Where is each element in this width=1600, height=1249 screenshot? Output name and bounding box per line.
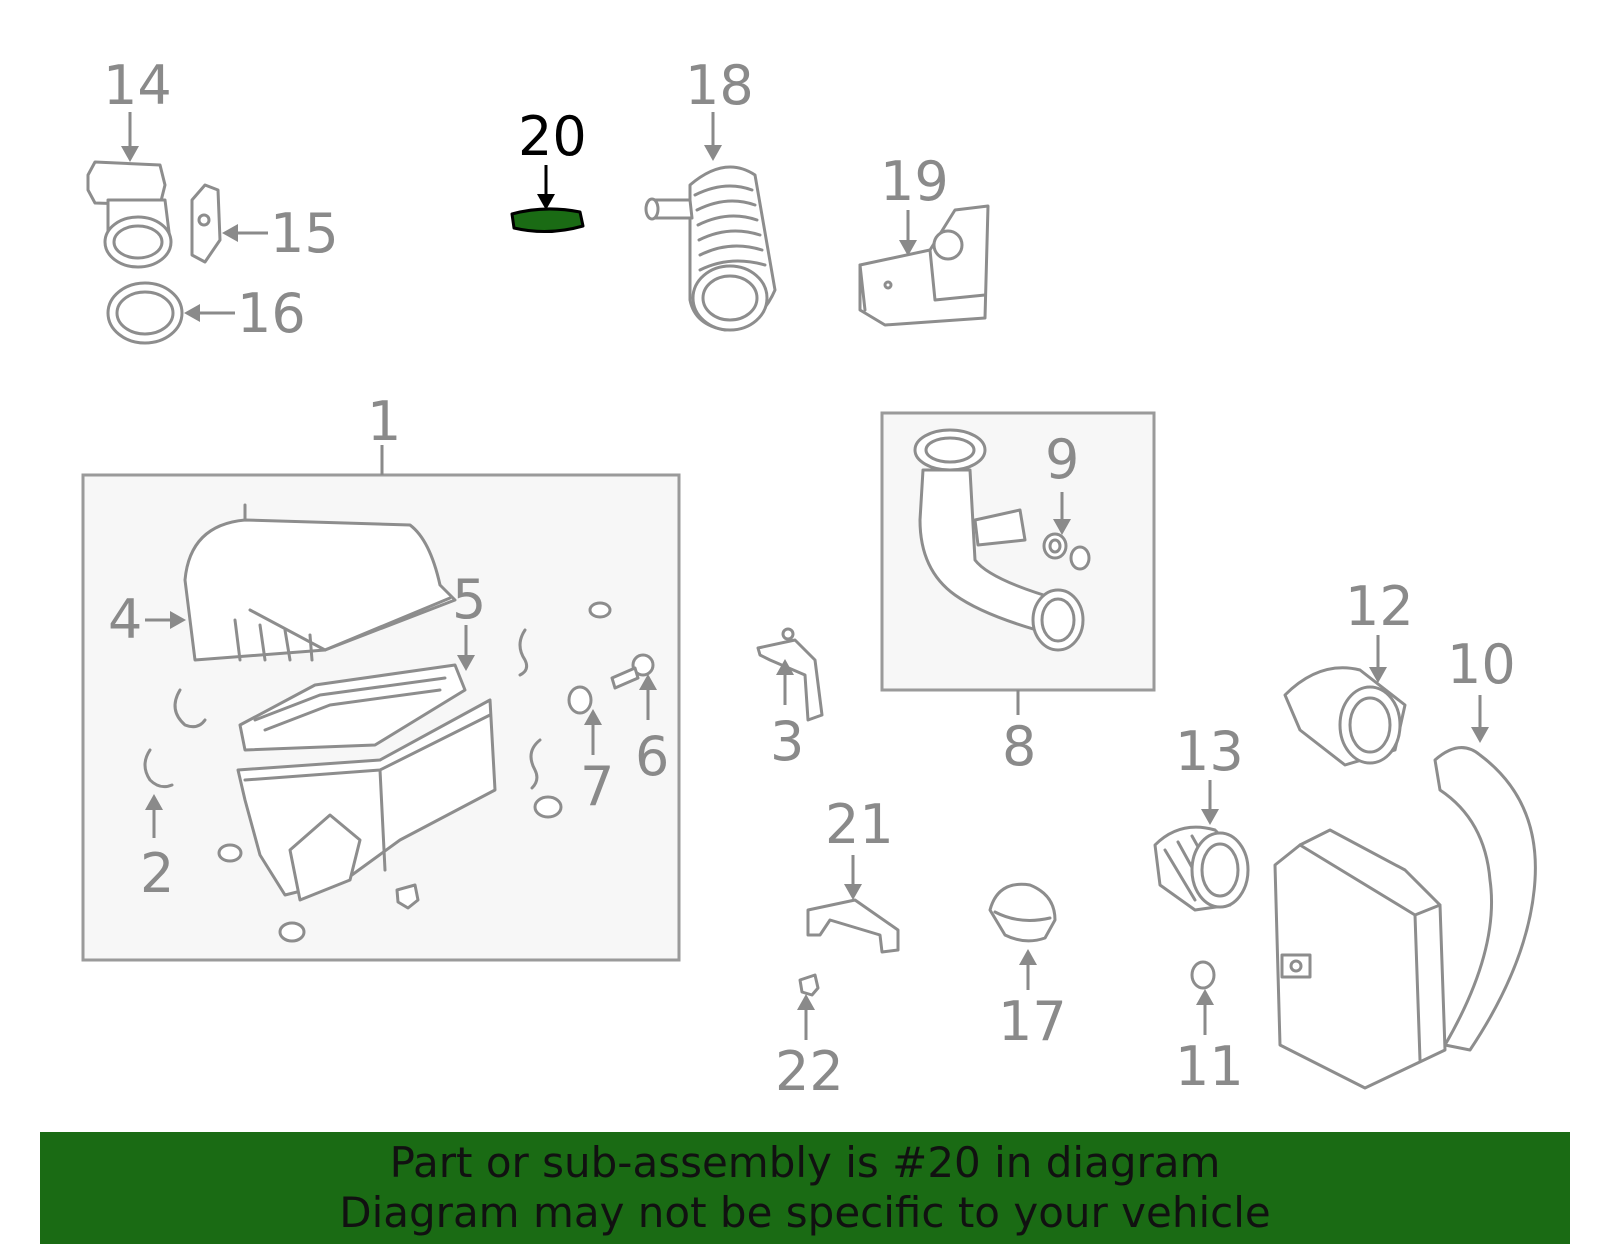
grommet-left-drawing[interactable] [217, 843, 243, 863]
callout-18[interactable]: 18 [685, 54, 754, 117]
part-15-drawing[interactable] [190, 183, 222, 264]
clip-right-2-drawing[interactable] [529, 738, 542, 790]
part-19-drawing[interactable] [858, 204, 990, 327]
part-6-drawing[interactable] [610, 653, 655, 690]
part-5-drawing[interactable] [238, 663, 467, 752]
part-12-drawing[interactable] [1283, 666, 1407, 767]
part-17-drawing[interactable] [988, 882, 1057, 943]
part-2-drawing[interactable] [143, 748, 174, 789]
parts-diagram: 14 20 18 19 15 16 1 4 5 6 7 2 3 9 8 12 1… [81, 54, 1537, 1103]
part-18-drawing[interactable] [644, 165, 777, 332]
callout-11[interactable]: 11 [1175, 1035, 1244, 1098]
part-10-drawing[interactable] [1273, 746, 1537, 1090]
part-9-drawing[interactable] [1042, 532, 1091, 571]
info-banner: Part or sub-assembly is #20 in diagram D… [40, 1132, 1570, 1244]
callout-7[interactable]: 7 [580, 755, 614, 818]
grommet-top-drawing[interactable] [588, 601, 612, 619]
part-11-drawing[interactable] [1190, 960, 1216, 990]
callout-12[interactable]: 12 [1345, 575, 1414, 638]
part-13-drawing[interactable] [1153, 825, 1250, 912]
banner-line-1: Part or sub-assembly is #20 in diagram [389, 1138, 1221, 1187]
callout-16[interactable]: 16 [237, 282, 306, 345]
callout-5[interactable]: 5 [452, 568, 486, 631]
bolt-drawing[interactable] [395, 883, 420, 910]
callout-15[interactable]: 15 [270, 202, 339, 265]
callout-22[interactable]: 22 [775, 1040, 844, 1103]
part-21-drawing[interactable] [806, 898, 900, 954]
callout-4[interactable]: 4 [108, 588, 142, 651]
air-cleaner-case-drawing[interactable] [236, 698, 497, 902]
callout-14[interactable]: 14 [103, 54, 172, 117]
callout-21[interactable]: 21 [825, 793, 894, 856]
callout-10[interactable]: 10 [1447, 633, 1516, 696]
callout-6[interactable]: 6 [635, 725, 669, 788]
clip-right-1-drawing[interactable] [518, 628, 529, 677]
part-22-drawing[interactable] [798, 973, 820, 997]
banner-line-2: Diagram may not be specific to your vehi… [339, 1188, 1271, 1237]
callout-9[interactable]: 9 [1045, 428, 1079, 491]
callout-19[interactable]: 19 [880, 150, 949, 213]
callout-2[interactable]: 2 [140, 842, 174, 905]
grommet-bottom-drawing[interactable] [278, 921, 306, 943]
clip-drawing[interactable] [173, 688, 207, 729]
callout-8[interactable]: 8 [1002, 715, 1036, 778]
part-20-drawing[interactable] [510, 207, 585, 234]
callout-17[interactable]: 17 [998, 990, 1067, 1053]
callout-1[interactable]: 1 [367, 390, 401, 453]
callout-20[interactable]: 20 [518, 105, 587, 168]
callout-3[interactable]: 3 [770, 710, 804, 773]
callout-13[interactable]: 13 [1175, 720, 1244, 783]
grommet-mid-drawing[interactable] [533, 795, 563, 819]
callout-arrows [121, 112, 1489, 1040]
part-3-drawing[interactable] [756, 627, 824, 722]
part-7-drawing[interactable] [567, 685, 593, 715]
part-4-drawing[interactable] [183, 503, 457, 662]
part-14-drawing[interactable] [86, 160, 173, 269]
part-8-drawing[interactable] [913, 428, 1085, 652]
part-16-drawing[interactable] [106, 281, 184, 345]
